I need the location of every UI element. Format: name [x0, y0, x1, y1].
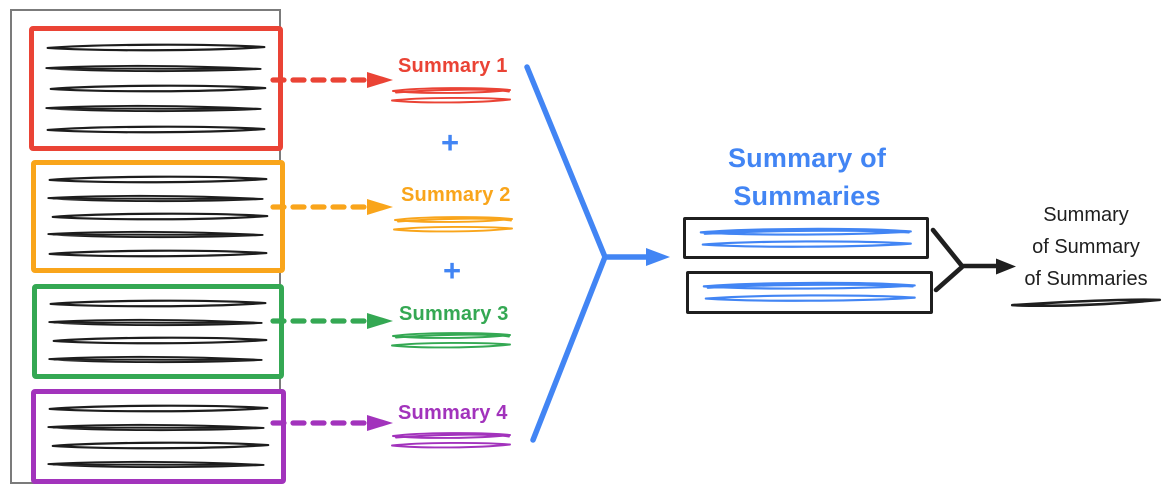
- dashed-arrow-icon: [270, 313, 393, 329]
- summary-4-label: Summary 4: [398, 402, 508, 424]
- merge-funnel-arrow-icon: [524, 64, 670, 443]
- dashed-arrow-icon: [270, 199, 393, 215]
- final-merge-arrow-icon: [930, 227, 1016, 293]
- summary-of-summaries-title: Summary of Summaries: [686, 139, 928, 215]
- dashed-arrow-icon: [270, 415, 393, 431]
- title-line-2: Summaries: [733, 181, 881, 211]
- document-box-4: [31, 389, 286, 484]
- final-line-3: of Summaries: [1024, 268, 1148, 290]
- document-box-3: [32, 284, 284, 379]
- source-documents-stack: [10, 9, 286, 484]
- plus-sign: +: [441, 125, 460, 160]
- summary-2-label: Summary 2: [401, 184, 511, 206]
- final-summary-label: Summary of Summary of Summaries: [1002, 199, 1170, 295]
- dashed-arrow-icon: [270, 72, 393, 88]
- final-line-1: Summary: [1043, 204, 1129, 226]
- title-line-1: Summary of: [727, 143, 887, 173]
- summary-3-label: Summary 3: [399, 303, 509, 325]
- document-box-2: [31, 160, 285, 273]
- document-box-1: [29, 26, 283, 151]
- underline-scribble: [1010, 298, 1162, 308]
- summary-1-label: Summary 1: [398, 55, 508, 77]
- summary-of-summaries-box-1: [683, 217, 929, 259]
- plus-sign: +: [443, 253, 462, 288]
- final-line-2: of Summary: [1032, 236, 1140, 258]
- summary-of-summaries-box-2: [686, 271, 933, 314]
